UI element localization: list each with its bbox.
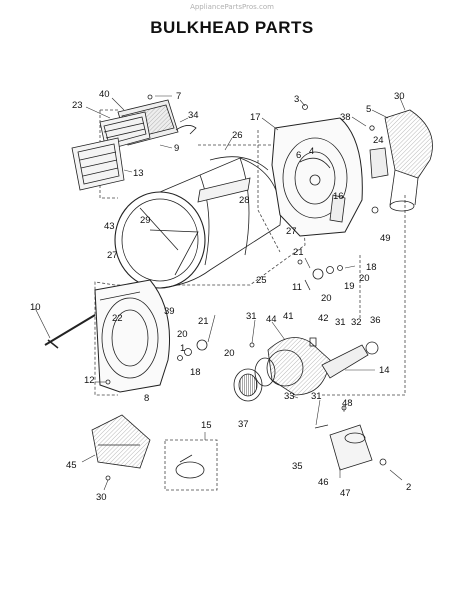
part-number-label: 39 [164,306,175,317]
front-bulkhead [44,279,208,393]
part-number-label: 49 [380,233,391,244]
part-number-label: 20 [321,293,332,304]
part-number-label: 38 [340,112,351,123]
part-number-label: 23 [72,100,83,111]
dashed-group-lines [94,109,406,491]
bearing-parts [297,259,343,291]
part-number-label: 42 [318,313,329,324]
harness-kit [175,454,205,479]
part-number-label: 7 [176,91,181,102]
part-number-label: 1 [180,343,185,354]
part-number-label: 41 [283,311,294,322]
part-number-label: 37 [238,419,249,430]
watermark: AppliancePartsPros.com [190,3,274,11]
part-number-label: 27 [107,250,118,261]
part-number-label: 2 [406,482,411,493]
part-number-label: 17 [250,112,261,123]
dryer-drum [114,156,281,289]
part-number-label: 46 [318,477,329,488]
part-number-label: 13 [133,168,144,179]
part-number-label: 33 [284,391,295,402]
part-number-label: 28 [239,195,250,206]
part-number-label: 31 [335,317,346,328]
motor-belt-assembly [369,109,433,214]
part-number-label: 6 [296,150,301,161]
part-number-label: 47 [340,488,351,499]
exhaust-duct [314,405,387,471]
diagram-title: BULKHEAD PARTS [150,18,314,37]
part-number-label: 43 [104,221,115,232]
part-number-label: 15 [201,420,212,431]
part-number-label: 9 [174,143,179,154]
part-number-label: 26 [232,130,243,141]
part-number-label: 30 [394,91,405,102]
part-number-labels: 40 7 23 34 9 13 26 28 29 43 27 27 25 3 1… [30,89,411,503]
part-number-label: 34 [188,110,199,121]
part-number-label: 21 [198,316,209,327]
part-number-label: 30 [96,492,107,503]
part-number-label: 4 [309,146,314,157]
part-number-label: 36 [370,315,381,326]
part-number-label: 48 [342,398,353,409]
leader-lines [34,95,406,491]
part-number-label: 19 [344,281,355,292]
part-number-label: 3 [294,94,299,105]
part-number-label: 11 [292,282,302,293]
part-number-label: 16 [333,191,344,202]
rear-bulkhead [271,104,363,237]
part-number-label: 20 [224,348,235,359]
part-number-label: 31 [311,391,322,402]
part-number-label: 40 [99,89,110,100]
part-number-label: 25 [256,275,267,286]
part-number-label: 44 [266,314,277,325]
part-number-label: 20 [359,273,370,284]
part-number-label: 32 [351,317,362,328]
part-number-label: 22 [112,313,123,324]
part-number-label: 31 [246,311,257,322]
part-number-label: 8 [144,393,149,404]
part-number-label: 14 [379,365,390,376]
lint-filter-assembly [71,94,197,191]
part-number-label: 18 [190,367,201,378]
part-number-label: 29 [140,215,151,226]
part-number-label: 45 [66,460,77,471]
part-number-label: 10 [30,302,41,313]
part-number-label: 35 [292,461,303,472]
part-number-label: 27 [286,226,297,237]
part-number-label: 24 [373,135,384,146]
part-number-label: 18 [366,262,377,273]
part-number-label: 21 [293,247,304,258]
part-number-label: 5 [366,104,371,115]
part-number-label: 20 [177,329,188,340]
toe-duct [91,414,151,481]
part-number-label: 12 [84,375,95,386]
blower-assembly [233,337,379,402]
